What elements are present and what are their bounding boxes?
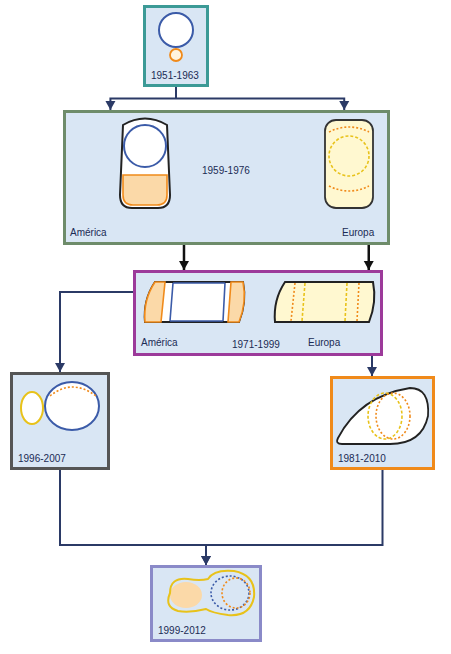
connector-line	[60, 292, 133, 372]
era-box: 1981-2010	[330, 376, 435, 470]
era-box: 1951-1963	[143, 5, 209, 87]
arrow-head	[105, 101, 115, 110]
region-label: América	[70, 227, 107, 239]
era-box: 1996-2007	[10, 372, 110, 470]
arrow-head	[364, 261, 374, 270]
connector-line	[175, 87, 177, 99]
teardrop-headlamp	[337, 388, 428, 444]
year-range: 1999-2012	[158, 625, 206, 637]
year-range: 1951-1963	[151, 70, 199, 82]
year-range: 1981-2010	[338, 453, 386, 465]
era-box: América 1959-1976Europa	[63, 110, 390, 245]
evolution-arrow	[201, 470, 383, 565]
evolution-arrow	[367, 356, 377, 376]
connector-line	[110, 99, 176, 111]
evolution-arrow	[55, 292, 133, 372]
arrow-head	[55, 363, 65, 372]
region-label: Europa	[308, 337, 340, 349]
arrow-head	[179, 261, 189, 270]
connector-line	[176, 99, 344, 111]
region-label: Europa	[342, 227, 374, 239]
era-box: América 1971-1999 Europa	[133, 270, 383, 356]
year-range: 1959-1976	[202, 165, 250, 177]
era-box: 1999-2012	[150, 565, 262, 642]
region-label: América	[141, 337, 178, 349]
peanut-headlamp	[168, 571, 254, 616]
evolution-arrow	[364, 245, 374, 270]
connector-line	[206, 470, 383, 565]
evolution-arrow	[60, 470, 211, 565]
year-range: 1996-2007	[18, 453, 66, 465]
rectangular-headlamps	[145, 282, 375, 322]
arrow-head	[201, 556, 211, 565]
arrow-head	[201, 556, 211, 565]
evolution-arrow	[105, 87, 349, 110]
vertical-headlamps	[120, 119, 373, 209]
connector-line	[60, 470, 206, 565]
twin-ellipse-headlamp	[21, 382, 99, 430]
arrow-head	[339, 101, 349, 110]
round-headlamp	[159, 13, 193, 61]
evolution-arrow	[179, 245, 189, 270]
year-range: 1971-1999	[232, 339, 280, 351]
arrow-head	[367, 367, 377, 376]
